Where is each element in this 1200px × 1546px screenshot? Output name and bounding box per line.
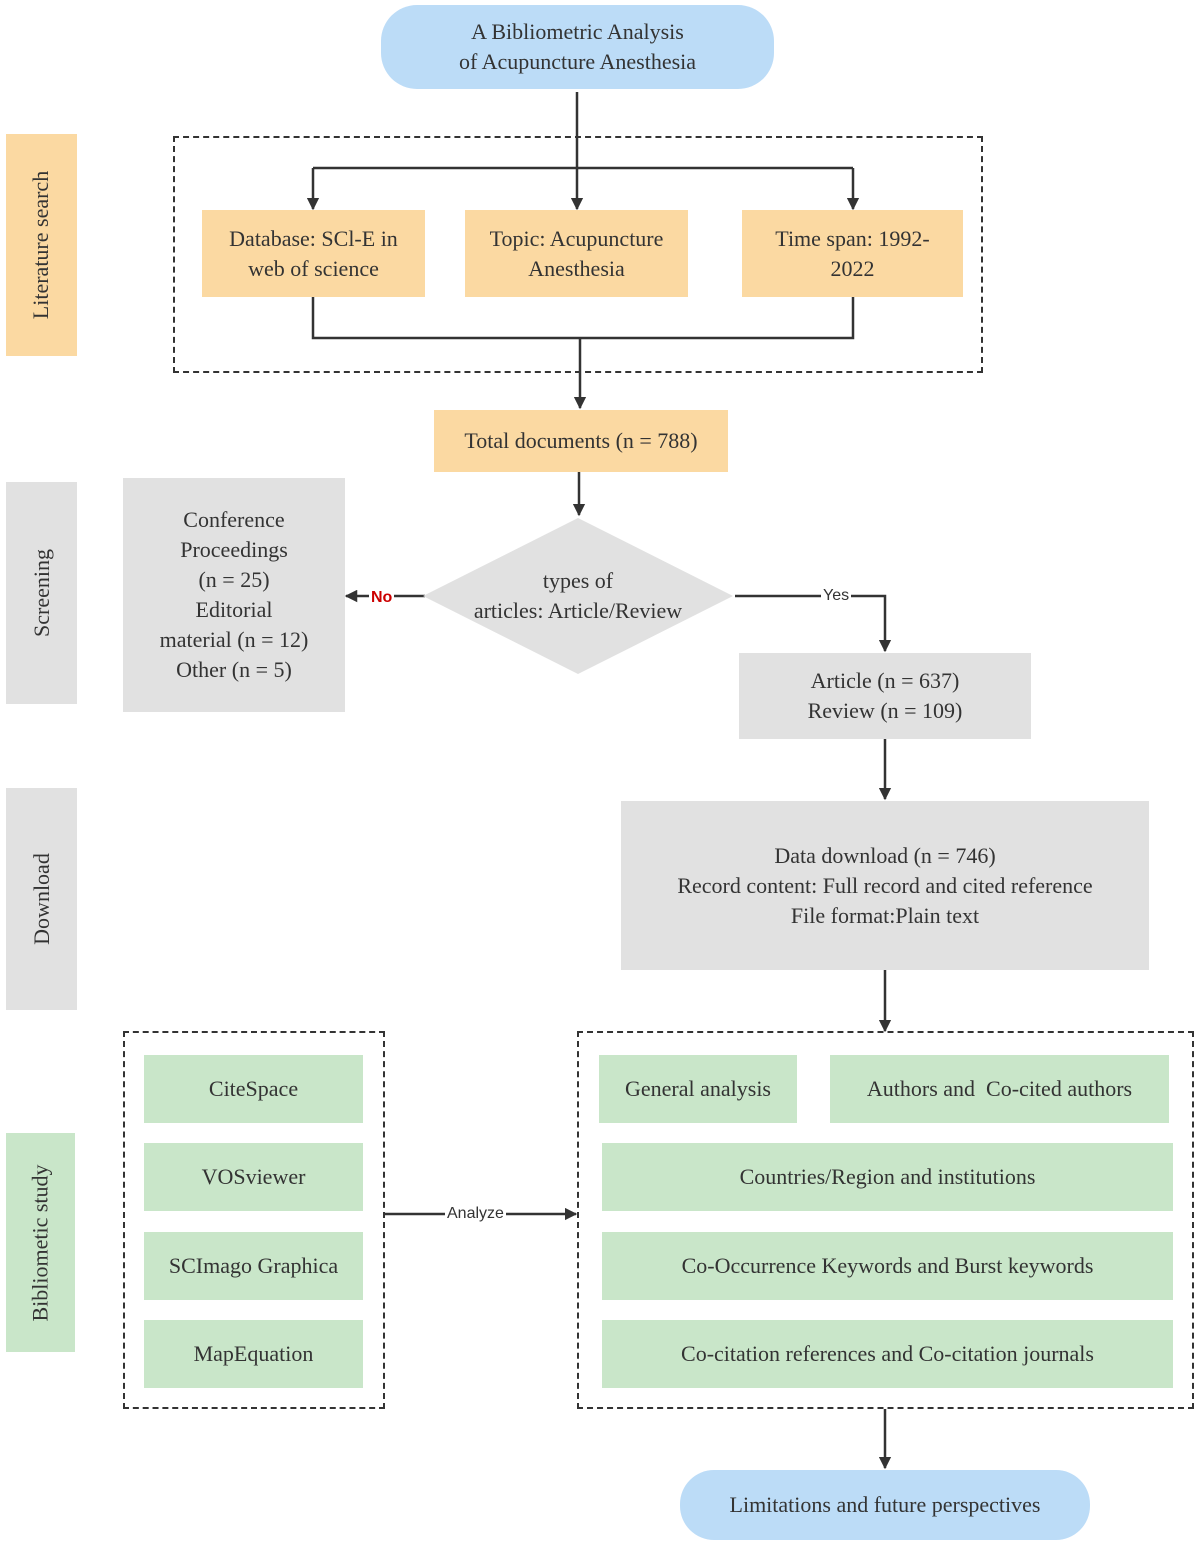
end-terminal: Limitations and future perspectives (680, 1470, 1090, 1540)
download-box: Data download (n = 746) Record content: … (621, 801, 1149, 970)
decision-diamond (423, 518, 733, 674)
keywords-box: Co-Occurrence Keywords and Burst keyword… (602, 1232, 1173, 1300)
total-documents-box: Total documents (n = 788) (434, 410, 728, 472)
analysis-group (577, 1031, 1194, 1409)
topic-box: Topic: Acupuncture Anesthesia (465, 210, 688, 297)
time-span-box: Time span: 1992- 2022 (742, 210, 963, 297)
stage-download: Download (6, 788, 77, 1010)
countries-box: Countries/Region and institutions (602, 1143, 1173, 1211)
arrow-decision-yes (735, 594, 892, 653)
stage-bibliometric-study: Bibliometic study (6, 1133, 75, 1352)
merge-line (311, 297, 855, 340)
tool-citespace: CiteSpace (144, 1055, 363, 1123)
tool-vosviewer: VOSviewer (144, 1143, 363, 1211)
authors-box: Authors and Co-cited authors (830, 1055, 1169, 1123)
yes-label: Yes (821, 587, 852, 605)
included-box: Article (n = 637) Review (n = 109) (739, 653, 1031, 739)
decision-text: types of articles: Article/Review (473, 568, 683, 623)
cocitation-box: Co-citation references and Co-citation j… (602, 1320, 1173, 1388)
start-terminal: A Bibliometric Analysis of Acupuncture A… (381, 5, 774, 89)
tool-mapequation: MapEquation (144, 1320, 363, 1388)
excluded-box: Conference Proceedings (n = 25) Editoria… (123, 478, 345, 712)
stage-screening: Screening (6, 482, 77, 704)
tool-scimago-graphica: SCImago Graphica (144, 1232, 363, 1300)
no-label: No (369, 589, 395, 607)
general-analysis-box: General analysis (599, 1055, 797, 1123)
database-box: Database: SCl-E in web of science (202, 210, 425, 297)
analyze-label: Analyze (445, 1205, 506, 1223)
stage-literature-search: Literature search (6, 134, 77, 356)
search-criteria-group (173, 136, 983, 373)
tools-group (123, 1031, 385, 1409)
